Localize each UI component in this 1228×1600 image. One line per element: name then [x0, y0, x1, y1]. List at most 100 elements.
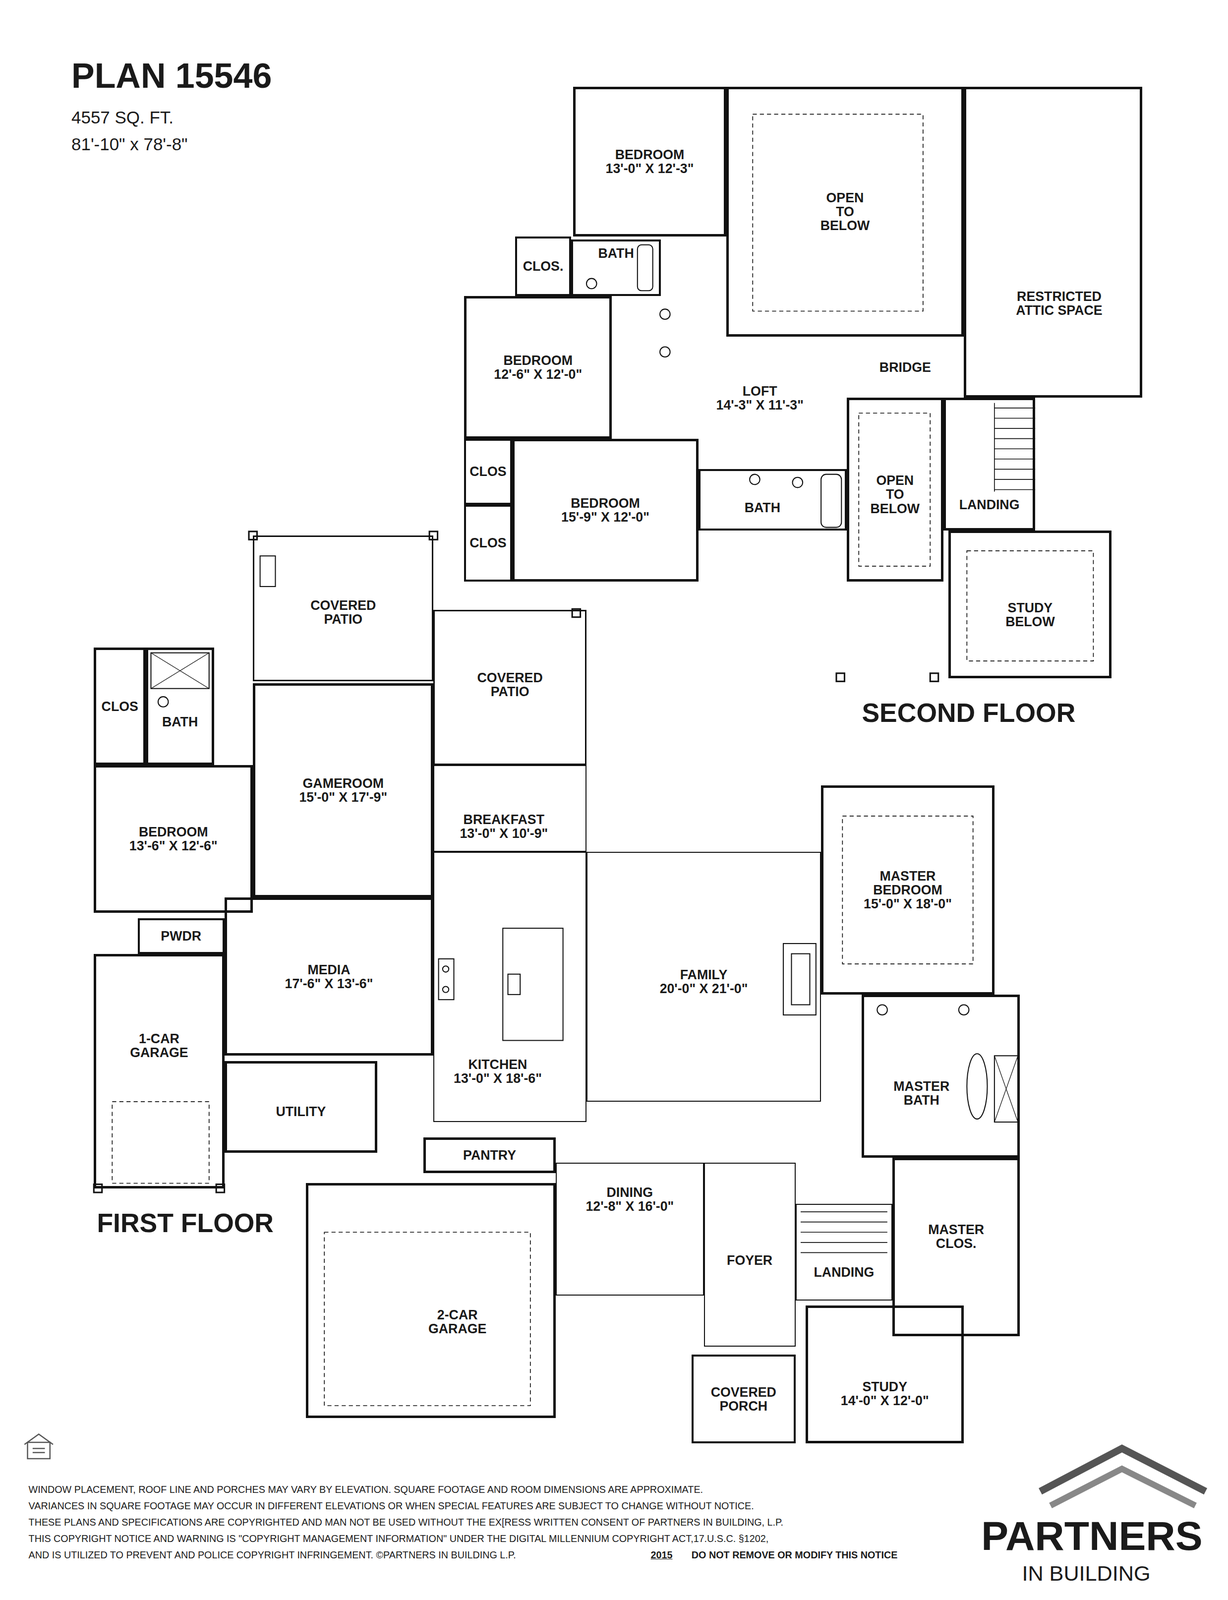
ceiling-outline [752, 114, 924, 311]
room-dimension: 20'-0" X 21'-0" [659, 981, 749, 996]
room: CLOS [464, 438, 513, 506]
room-name: BEDROOM [570, 496, 641, 511]
shower [150, 652, 209, 689]
room-name: FAMILY [680, 967, 728, 982]
room-dimension: 13'-0" X 12'-3" [605, 161, 695, 176]
stair-tread [994, 407, 1036, 409]
room-name: LANDING [814, 1265, 875, 1280]
logo-text: IN BUILDING [1021, 1562, 1151, 1584]
room-dimension: 15'-0" X 18'-0" [863, 896, 952, 911]
room-dimension: 14'-0" X 12'-0" [840, 1393, 930, 1408]
room-label-group: 2-CAR GARAGE [427, 1307, 488, 1336]
room: BEDROOM13'-0" X 12'-3" [573, 86, 727, 237]
garage-door-outline [112, 1101, 209, 1184]
fireplace-box [791, 953, 810, 1005]
room: FOYER [703, 1162, 796, 1346]
room-dimension: 15'-0" X 17'-9" [298, 790, 388, 805]
room: OPEN TO BELOW [726, 86, 964, 337]
room-label-group: FOYER [726, 1253, 773, 1268]
posts [93, 531, 938, 1193]
room-name: BRIDGE [879, 360, 932, 375]
notice-text: WINDOW PLACEMENT, ROOF LINE AND PORCHES … [28, 1484, 703, 1495]
room-label-group: OPEN TO BELOW [869, 473, 921, 516]
room: 2-CAR GARAGE [305, 1182, 556, 1418]
stair-tread [994, 478, 1036, 480]
room-name: OPEN TO BELOW [869, 473, 921, 516]
room-name: STUDY [862, 1379, 908, 1394]
room: 1-CAR GARAGE [93, 953, 225, 1189]
room-label-group: RESTRICTED ATTIC SPACE [1015, 289, 1103, 318]
plan-label: 4557 SQ. FT. [71, 109, 174, 127]
room-name: CLOS [469, 535, 507, 550]
room: BATH [698, 468, 847, 530]
room: LANDING [943, 397, 1036, 530]
notice-text: 2015 [650, 1550, 673, 1561]
room: CLOS [464, 504, 513, 582]
cooktop [438, 958, 455, 1000]
room-label-group: CLOS [101, 699, 139, 714]
room: GAMEROOM15'-0" X 17'-9" [252, 683, 434, 898]
sink [659, 346, 671, 357]
logo-roof [24, 1434, 54, 1445]
room: RESTRICTED ATTIC SPACE [963, 86, 1143, 398]
burner [442, 986, 449, 993]
stair-tread [800, 1241, 888, 1243]
room-label-group: COVERED PATIO [475, 670, 544, 699]
partners-logo-roof [1040, 1448, 1206, 1506]
toilet [659, 308, 671, 320]
room-label-group: FAMILY20'-0" X 21'-0" [659, 967, 749, 996]
room: MASTER CLOS. [892, 1157, 1020, 1337]
burner [442, 965, 449, 972]
room: STUDY14'-0" X 12'-0" [805, 1305, 964, 1444]
room-dimension: 13'-6" X 12'-6" [129, 838, 218, 853]
room-label-group: BEDROOM12'-6" X 12'-0" [493, 353, 583, 382]
room: DINING12'-8" X 16'-0" [555, 1162, 704, 1295]
room-label-group: BRIDGE [879, 360, 932, 375]
room-label-group: COVERED PATIO [309, 598, 378, 627]
sink [877, 1004, 888, 1015]
room: MASTER BATH [861, 994, 1020, 1158]
room-dimension: 13'-0" X 18'-6" [453, 1071, 542, 1086]
room: LANDING [795, 1203, 893, 1301]
room-name: 1-CAR GARAGE [128, 1031, 190, 1060]
plan-label: SECOND FLOOR [861, 699, 1076, 726]
room-dimension: 13'-0" X 10'-9" [459, 826, 548, 841]
room: BRIDGE [846, 336, 965, 398]
logo-bar [32, 1451, 46, 1453]
stair-tread [994, 448, 1036, 450]
room: BATH [145, 647, 215, 765]
room-name: BATH [597, 246, 634, 261]
room-label-group: KITCHEN13'-0" X 18'-6" [453, 1057, 542, 1086]
room-name: MEDIA [307, 962, 351, 977]
room-label-group: CLOS. [523, 259, 564, 274]
stair-tread [994, 468, 1036, 470]
room: COVERED PATIO [252, 535, 434, 682]
bathtub [820, 474, 842, 528]
room-label-group: 1-CAR GARAGE [128, 1031, 190, 1060]
room-name: COVERED PATIO [475, 670, 544, 699]
room-name: KITCHEN [468, 1057, 528, 1072]
room-label-group: DINING12'-8" X 16'-0" [585, 1185, 674, 1214]
room: CLOS. [515, 236, 572, 296]
shower-mark [994, 1055, 1018, 1122]
stair-tread [994, 458, 1036, 460]
room-name: BEDROOM [138, 824, 209, 839]
logo-bar [32, 1447, 46, 1449]
room: LOFT14'-3" X 11'-3" [673, 336, 847, 439]
room-label-group: BATH [597, 246, 634, 261]
room-name: GAMEROOM [302, 776, 384, 791]
room-label-group: MASTER BATH [892, 1079, 951, 1108]
room: UTILITY [224, 1060, 378, 1153]
room: COVERED PATIO [433, 609, 587, 765]
room-name: PANTRY [463, 1148, 517, 1163]
stair-tread [994, 438, 1036, 440]
plan-label: 81'-10" x 78'-8" [71, 135, 188, 154]
room-label-group: MASTER CLOS. [927, 1222, 986, 1251]
notice-text: DO NOT REMOVE OR MODIFY THIS NOTICE [691, 1550, 898, 1561]
outdoor-fireplace [260, 555, 276, 587]
room-name: BREAKFAST [463, 812, 545, 827]
room-name: UTILITY [275, 1104, 326, 1119]
notice-text: THIS COPYRIGHT NOTICE AND WARNING IS "CO… [28, 1533, 769, 1544]
room-name: OPEN TO BELOW [818, 190, 871, 233]
kitchen-sink [508, 974, 521, 995]
